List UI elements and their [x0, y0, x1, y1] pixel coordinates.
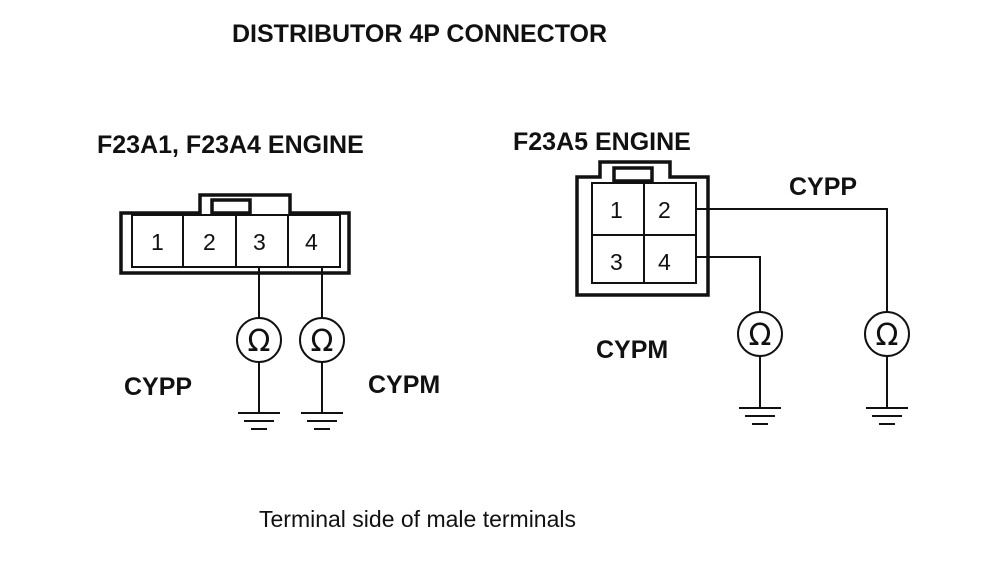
- right-ohmmeter-1: Ω: [737, 311, 783, 425]
- ohm-symbol-icon: Ω: [749, 318, 772, 353]
- right-pin-2: 2: [658, 197, 671, 223]
- diagram-caption: Terminal side of male terminals: [259, 506, 576, 532]
- right-label-cypp: CYPP: [789, 173, 857, 201]
- left-connector-latch: [210, 198, 252, 215]
- left-connector-group: F23A1, F23A4 ENGINE 1 2 3 4 Ω Ω: [97, 131, 440, 430]
- right-pin-3: 3: [610, 249, 623, 275]
- right-probe-wire-pin4: [696, 256, 761, 312]
- right-ohmmeter-2: Ω: [864, 311, 910, 425]
- left-pin-2: 2: [203, 229, 216, 255]
- left-ohmmeter-1: Ω: [236, 317, 282, 430]
- ohm-symbol-icon: Ω: [248, 324, 271, 359]
- right-connector-housing: [575, 160, 710, 297]
- right-connector-latch: [612, 166, 654, 183]
- diagram-title: DISTRIBUTOR 4P CONNECTOR: [232, 20, 607, 48]
- left-connector-housing: [119, 193, 351, 275]
- left-ohmmeter-2: Ω: [299, 317, 345, 430]
- left-pin-4: 4: [305, 229, 318, 255]
- right-connector-heading: F23A5 ENGINE: [513, 128, 691, 156]
- left-pin-1: 1: [151, 229, 164, 255]
- right-pin-1: 1: [610, 197, 623, 223]
- right-probe-wire-pin2: [696, 208, 888, 312]
- ohm-symbol-icon: Ω: [876, 318, 899, 353]
- left-label-cypp: CYPP: [124, 373, 192, 401]
- left-connector-heading: F23A1, F23A4 ENGINE: [97, 131, 364, 159]
- right-pin-4: 4: [658, 249, 671, 275]
- right-connector-group: F23A5 ENGINE 1 2 3 4 Ω Ω: [513, 128, 910, 425]
- left-label-cypm: CYPM: [368, 371, 440, 399]
- left-pin-3: 3: [253, 229, 266, 255]
- right-label-cypm: CYPM: [596, 336, 668, 364]
- ohm-symbol-icon: Ω: [311, 324, 334, 359]
